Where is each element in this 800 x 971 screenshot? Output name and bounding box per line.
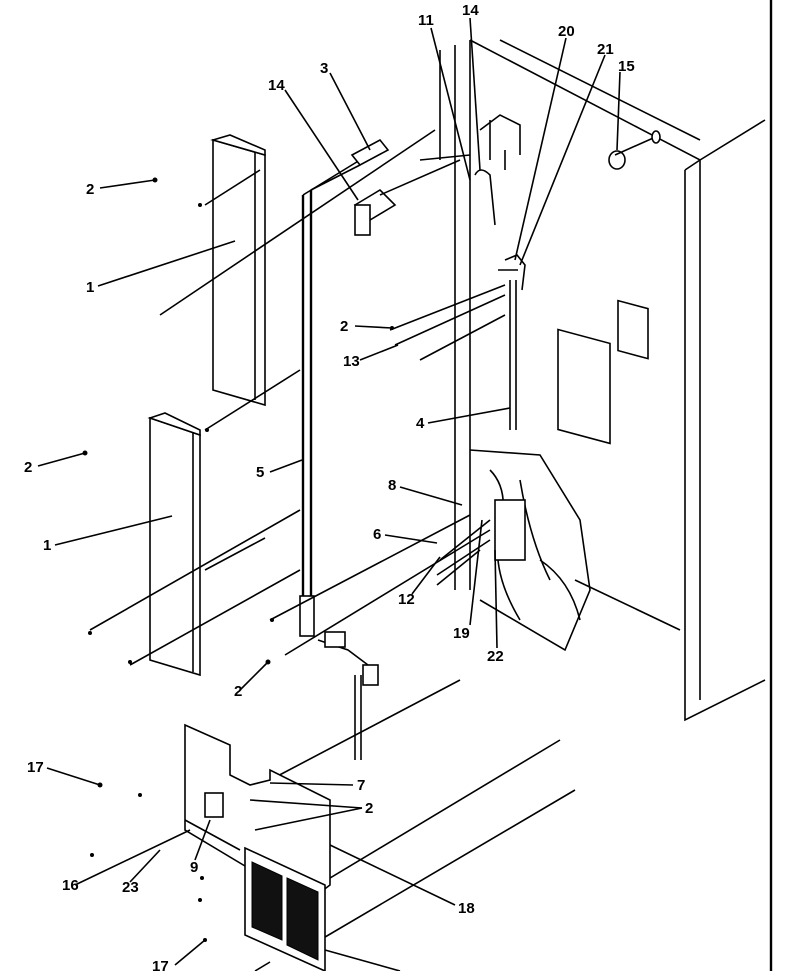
- callout-7: 7: [357, 777, 365, 794]
- guide-lines: [89, 129, 576, 941]
- callout-10: 11: [418, 12, 434, 29]
- callout-8: 8: [388, 477, 396, 494]
- callout-11: 12: [398, 591, 415, 608]
- bottom-cover: [184, 723, 331, 901]
- callout-12: 13: [343, 353, 360, 370]
- callout-1-b: 1: [43, 537, 51, 554]
- callouts: 2 1 2 1 14 3 11 14 20 21 15 2 13 4 5 8 6…: [24, 2, 635, 971]
- callout-17-b: 17: [152, 958, 169, 971]
- callout-2-b: 2: [24, 459, 32, 476]
- callout-6: 6: [373, 526, 381, 543]
- callout-22: 21: [597, 41, 614, 58]
- callout-5: 5: [256, 464, 264, 481]
- callout-2-c: 2: [340, 318, 348, 335]
- panel-lower: [147, 412, 266, 677]
- callout-23: 22: [487, 648, 504, 665]
- callout-14: 15: [618, 58, 635, 75]
- callout-18: 18: [458, 900, 475, 917]
- callout-17-a: 17: [27, 759, 44, 776]
- callout-9: 9: [190, 859, 198, 876]
- tube-assembly: [299, 138, 461, 760]
- callout-2-e: 2: [365, 800, 373, 817]
- callout-2-a: 2: [86, 181, 94, 198]
- callout-13: 14: [462, 2, 479, 19]
- grille: [244, 846, 326, 971]
- callout-21: 20: [558, 23, 575, 40]
- panel-upper: [210, 134, 266, 407]
- callout-15: 16: [62, 877, 79, 894]
- callout-4: 4: [416, 415, 425, 432]
- callout-2-d: 2: [234, 683, 242, 700]
- callout-3: 3: [320, 60, 328, 77]
- callout-1-a: 1: [86, 279, 94, 296]
- cabinet: [419, 39, 766, 722]
- screws: [82, 177, 394, 942]
- leader-lines: [37, 17, 621, 971]
- callout-24: 23: [122, 879, 139, 896]
- callout-20: 14: [268, 77, 285, 94]
- callout-19: 19: [453, 625, 470, 642]
